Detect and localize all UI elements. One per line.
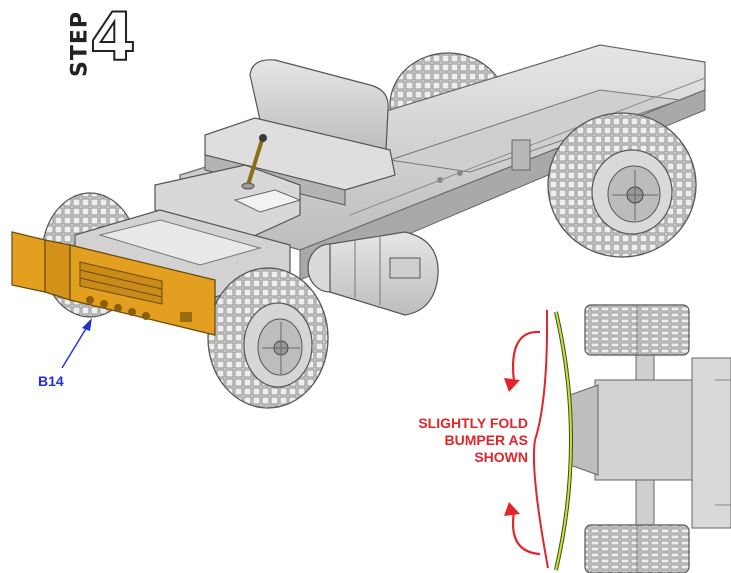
instruction-line: SLIGHTLY FOLD bbox=[418, 415, 528, 431]
gear-lever bbox=[241, 134, 267, 190]
front-right-wheel bbox=[207, 267, 329, 409]
step-number: 4 bbox=[89, 0, 137, 76]
part-label-b14: B14 bbox=[38, 373, 64, 389]
fold-instruction: SLIGHTLY FOLD BUMPER AS SHOWN bbox=[380, 415, 528, 466]
step-word: STEP bbox=[67, 10, 93, 78]
instruction-line: BUMPER AS bbox=[444, 432, 529, 448]
part-callout-arrow bbox=[61, 318, 92, 369]
instruction-line: SHOWN bbox=[474, 449, 528, 465]
fold-arrow-top bbox=[504, 330, 541, 392]
top-view-inset bbox=[532, 304, 731, 573]
fold-arrow-bottom bbox=[504, 502, 541, 556]
bumper-part-b14 bbox=[11, 231, 216, 336]
rear-right-wheel bbox=[547, 112, 697, 258]
fuel-tank bbox=[307, 231, 439, 316]
